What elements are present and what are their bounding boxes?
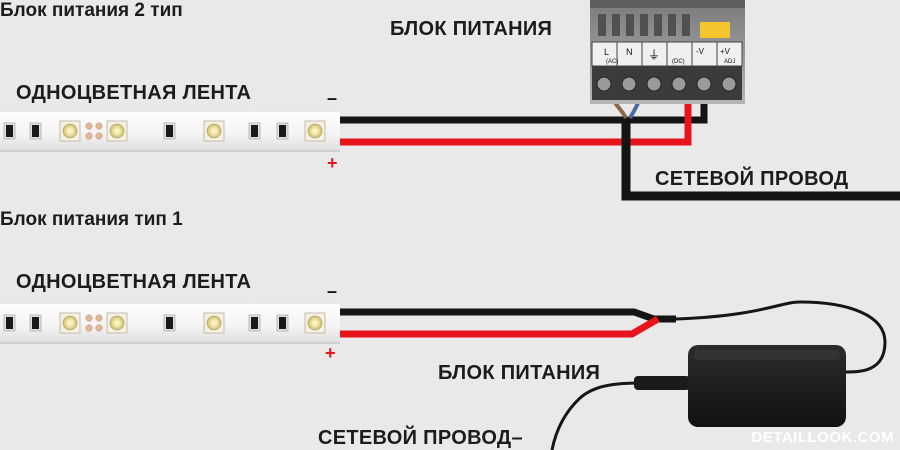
top-mains-label: СЕТЕВОЙ ПРОВОД — [655, 168, 849, 190]
smd-led — [304, 312, 326, 334]
bottom-negative-wire — [338, 308, 676, 323]
top-plus-sign: + — [327, 153, 338, 173]
bottom-section-title: Блок питания тип 1 — [0, 209, 183, 230]
solder-pad — [95, 324, 103, 332]
bottom-mains-label: СЕТЕВОЙ ПРОВОД– — [318, 427, 523, 449]
bottom-psu-label: БЛОК ПИТАНИЯ — [438, 362, 601, 384]
top-strip-label: ОДНОЦВЕТНАЯ ЛЕНТА — [16, 82, 252, 104]
smd-led — [106, 312, 128, 334]
resistor — [248, 122, 261, 140]
resistor — [29, 314, 42, 332]
resistor — [163, 122, 176, 140]
solder-pad — [95, 122, 103, 130]
terminal-l-label: L — [604, 47, 609, 57]
bottom-positive-wire — [338, 315, 660, 338]
resistor — [248, 314, 261, 332]
psu-vent-slot — [612, 14, 620, 36]
bottom-strip-label: ОДНОЦВЕТНАЯ ЛЕНТА — [16, 271, 252, 293]
solder-pad — [85, 132, 93, 140]
resistor — [163, 314, 176, 332]
psu-vent-slot — [598, 14, 606, 36]
adapter-dc-cable — [675, 300, 887, 374]
ground-icon: ⏚ — [648, 48, 660, 62]
psu-terminal-block: L N (AC) ⏚ -V +V ADJ (DC) — [596, 42, 737, 92]
solder-pad — [95, 314, 103, 322]
terminal-ac-label: (AC) — [606, 59, 618, 65]
adapter-mains-cable — [550, 376, 691, 450]
psu-vent-slot — [654, 14, 662, 36]
resistor — [29, 122, 42, 140]
resistor — [3, 314, 16, 332]
smd-led — [203, 312, 225, 334]
solder-pad — [85, 122, 93, 130]
solder-pad — [85, 314, 93, 322]
smd-led — [203, 120, 225, 142]
terminal-n-label: N — [626, 47, 633, 57]
smd-led — [59, 120, 81, 142]
smd-led — [106, 120, 128, 142]
smd-led — [304, 120, 326, 142]
bottom-plus-sign: + — [325, 343, 336, 363]
psu-adapter — [688, 345, 846, 427]
solder-pad — [95, 132, 103, 140]
psu-vent-slot — [668, 14, 676, 36]
watermark: DETAILLOOK.COM — [751, 429, 894, 446]
smd-led — [59, 312, 81, 334]
psu-vent-slot — [682, 14, 690, 36]
terminal-dc-label: (DC) — [672, 59, 685, 65]
resistor — [276, 122, 289, 140]
terminal-plus-v-label: +V — [720, 47, 731, 56]
resistor — [3, 122, 16, 140]
top-section-title: Блок питания 2 тип — [0, 0, 183, 21]
terminal-adj-label: ADJ — [724, 59, 735, 65]
bottom-minus-sign: – — [327, 281, 338, 301]
psu-vent-slot — [640, 14, 648, 36]
terminal-minus-v-label: -V — [696, 47, 705, 56]
top-minus-sign: – — [327, 88, 338, 108]
solder-pad — [85, 324, 93, 332]
resistor — [276, 314, 289, 332]
psu-vent-slot — [626, 14, 634, 36]
top-psu-label: БЛОК ПИТАНИЯ — [390, 18, 553, 40]
